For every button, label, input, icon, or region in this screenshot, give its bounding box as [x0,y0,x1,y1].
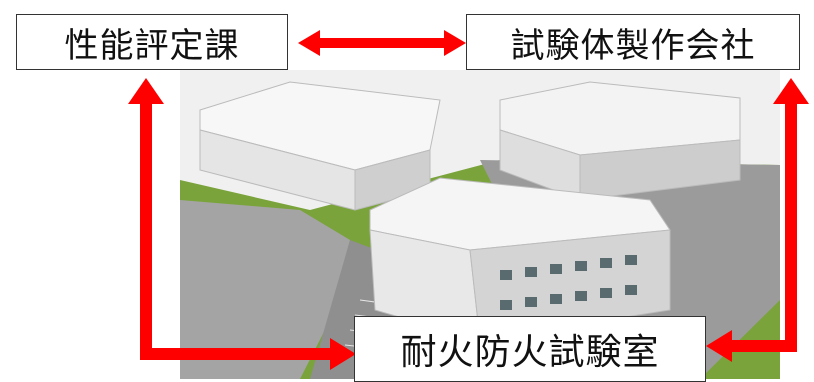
evaluation-section-label: 性能評定課 [64,25,240,66]
evaluation-section-box: 性能評定課 [16,14,288,70]
arrow-lab-eval [128,78,356,370]
arrow-maker-lab [706,78,809,362]
fire-lab-box: 耐火防火試験室 [354,316,706,382]
fire-lab-label: 耐火防火試験室 [400,332,660,373]
specimen-maker-label: 試験体製作会社 [510,25,756,66]
arrow-eval-maker [298,30,466,56]
specimen-maker-box: 試験体製作会社 [466,14,800,70]
